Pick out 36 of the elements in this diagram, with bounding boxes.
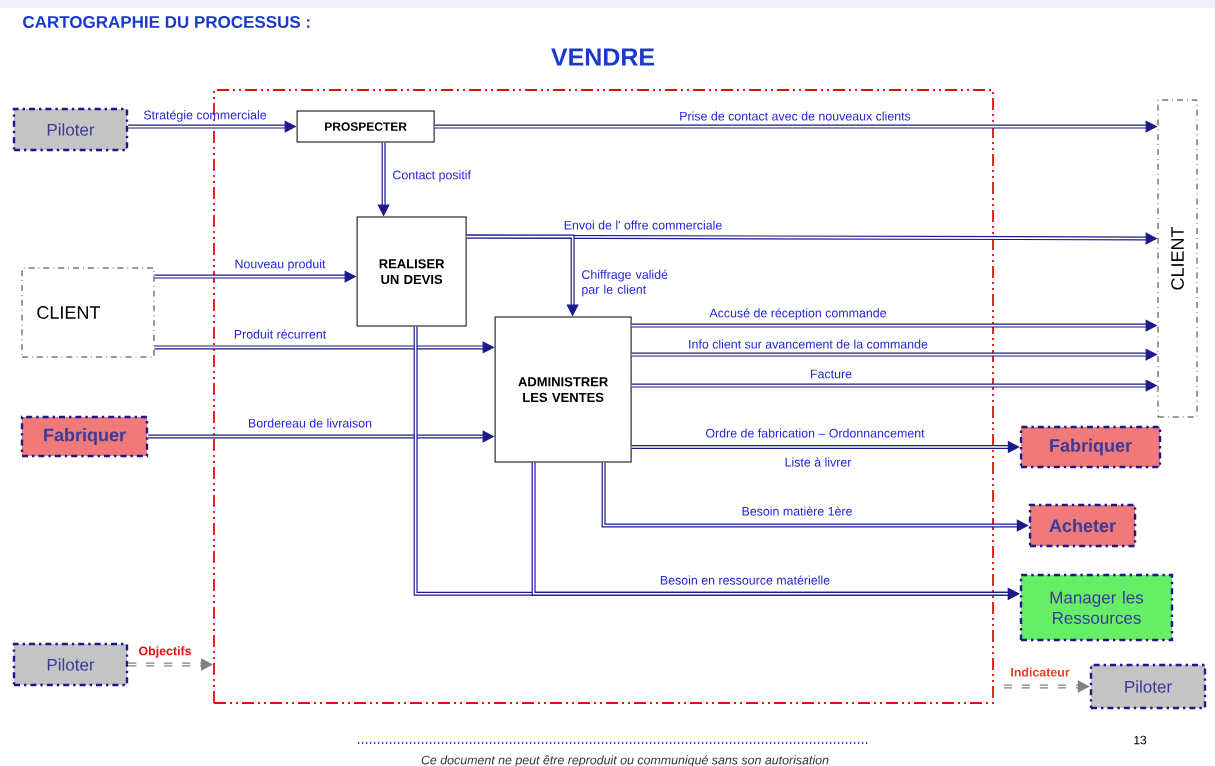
edge-label: Ordre de fabrication – Ordonnancement: [706, 428, 925, 438]
process-box: Acheter: [1028, 503, 1137, 548]
process-box: Fabriquer: [1019, 425, 1162, 469]
client-box: CLIENT: [1157, 99, 1198, 418]
edge-label: Chiffrage validé par le client: [582, 269, 668, 297]
activity-box: REALISER UN DEVIS: [356, 216, 467, 327]
edge-label: Info client sur avancement de la commande: [689, 339, 928, 349]
edge-label: Facture: [811, 369, 852, 379]
process-box: Piloter: [1089, 663, 1207, 710]
edge-label: Nouveau produit: [235, 259, 326, 271]
page-title: CARTOGRAPHIE DU PROCESSUS :: [23, 16, 310, 28]
edge-label: Prise de contact avec de nouveaux clients: [680, 111, 911, 121]
arrow: [531, 461, 1020, 600]
edge-label: Produit récurrent: [234, 329, 327, 339]
page-number: 13: [1134, 735, 1147, 745]
edge-label: Stratégie commerciale: [143, 110, 267, 122]
footer-note: Ce document ne peut être reproduit ou communiqué sans son autorisation: [421, 755, 829, 766]
process-box: Fabriquer: [20, 415, 149, 458]
edge-label: Besoin matière 1ère: [742, 506, 852, 516]
edge-label: Bordereau de livraison: [248, 418, 372, 428]
arrow: [601, 461, 1029, 532]
process-box: Piloter: [12, 107, 129, 152]
activity-box: PROSPECTER: [296, 110, 435, 143]
edge-label: Envoi de l' offre commerciale: [564, 220, 722, 230]
client-box: CLIENT: [21, 267, 155, 358]
edge-label: Objectifs: [139, 646, 191, 658]
edge-label: Indicateur: [1011, 667, 1070, 677]
edge-label: Contact positif: [393, 170, 471, 182]
node-label: VENDRE: [551, 48, 655, 66]
arrow: [1003, 680, 1090, 693]
process-box: Manager les Ressources: [1019, 573, 1174, 642]
edge-label: Besoin en ressource matérielle: [660, 575, 830, 585]
activity-box: ADMINISTRER LES VENTES: [494, 316, 632, 463]
process-box: Piloter: [12, 642, 129, 687]
text-label: Liste à livrer: [785, 457, 852, 467]
edge-label: Accusé de réception commande: [709, 308, 886, 320]
